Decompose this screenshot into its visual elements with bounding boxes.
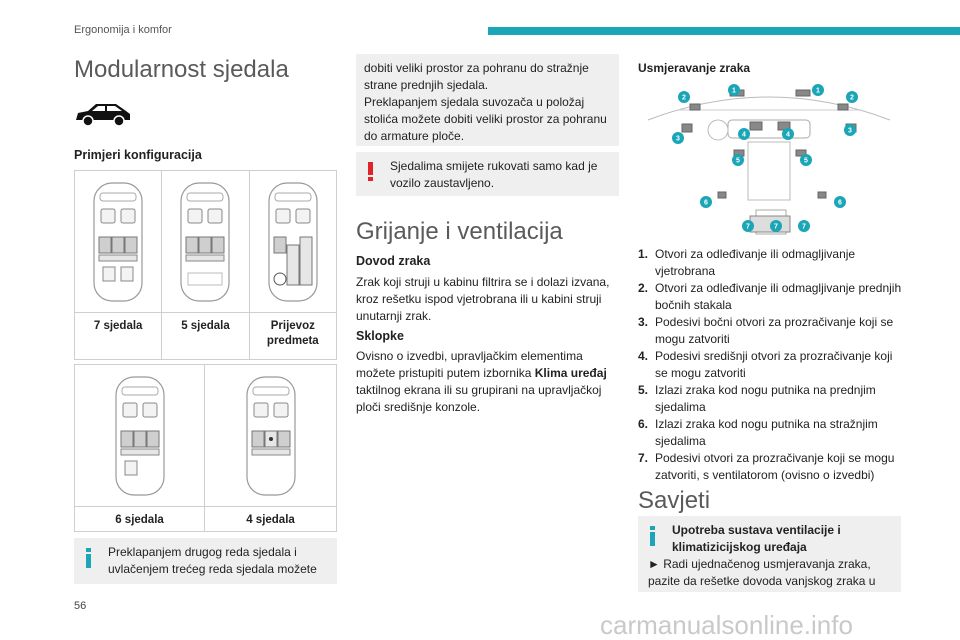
list-item: 2.Otvori za odleđivanje ili odmagljivanj… (638, 281, 902, 312)
air-vent-diagram: 1 1 2 2 3 3 4 4 5 5 6 6 7 7 7 (647, 84, 891, 235)
seat-layout-4-diagram (205, 365, 336, 507)
list-item: 4.Podesivi središnji otvori za prozračiv… (638, 349, 893, 380)
car-icon (76, 104, 130, 127)
config-label-6: 6 sjedala (115, 514, 164, 526)
heading-usmjeravanje: Usmjeravanje zraka (638, 61, 751, 75)
tip-heading: Upotreba sustava ventilacije i klimatizi… (672, 523, 841, 554)
tip-text: ► Radi ujednačenog usmjeravanja zraka, p… (648, 557, 876, 588)
svg-text:7: 7 (774, 224, 778, 231)
tip-box: Upotreba sustava ventilacije i klimatizi… (638, 516, 901, 592)
heading-sklopke: Sklopke (356, 329, 404, 343)
warning-text: Sjedalima smijete rukovati samo kad je v… (390, 159, 598, 190)
paragraph-sklopke: Ovisno o izvedbi, upravljačkim elementim… (356, 348, 621, 416)
svg-text:1: 1 (732, 88, 736, 95)
title-modularnost: Modularnost sjedala (74, 56, 289, 83)
vent-legend-list: 1.Otvori za odleđivanje ili odmagljivanj… (638, 246, 903, 484)
info-icon (650, 526, 655, 546)
config-cell-5-seats: 5 sjedala (162, 171, 250, 359)
title-savjeti: Savjeti (638, 487, 711, 514)
section-header: Ergonomija i komfor (74, 24, 172, 36)
info-box-folding: Preklapanjem drugog reda sjedala i uvlač… (74, 538, 337, 584)
config-cell-6-seats: 6 sjedala (75, 365, 205, 531)
warning-box: Sjedalima smijete rukovati samo kad je v… (356, 152, 619, 196)
info-box-continued: dobiti veliki prostor za pohranu do stra… (356, 54, 619, 146)
watermark: carmanualsonline.info (600, 610, 853, 640)
sklopke-text-2: taktilnog ekrana ili su grupirani na upr… (356, 383, 602, 414)
config-table-2: 6 sjedala 4 sjedala (74, 364, 337, 532)
config-cell-transport: Prijevoz predmeta (249, 171, 336, 359)
svg-text:1: 1 (816, 88, 820, 95)
config-label-5: 5 sjedala (181, 320, 230, 332)
svg-text:6: 6 (838, 200, 842, 207)
config-cell-4-seats: 4 sjedala (205, 365, 336, 531)
info-text-folding: Preklapanjem drugog reda sjedala i uvlač… (108, 545, 317, 576)
svg-text:7: 7 (746, 224, 750, 231)
paragraph-dovod-zraka: Zrak koji struji u kabinu filtrira se i … (356, 275, 610, 323)
config-label-4: 4 sjedala (246, 514, 295, 526)
list-item: 3.Podesivi bočni otvori za prozračivanje… (638, 315, 894, 346)
seat-layout-6-diagram (75, 365, 204, 507)
sklopke-text-1: Ovisno o izvedbi, upravljačkim elementim… (356, 349, 583, 380)
config-table-1: 7 sjedala 5 sjedala (74, 170, 337, 360)
heading-dovod-zraka: Dovod zraka (356, 254, 431, 268)
title-grijanje: Grijanje i ventilacija (356, 218, 563, 245)
header-accent-bar (488, 27, 960, 35)
svg-text:3: 3 (676, 136, 680, 143)
config-label-transport: Prijevoz predmeta (266, 320, 319, 347)
warning-icon (368, 162, 373, 181)
list-item: 1.Otvori za odleđivanje ili odmagljivanj… (638, 247, 856, 278)
list-item: 7.Podesivi otvori za prozračivanje koji … (638, 451, 895, 482)
svg-text:2: 2 (682, 95, 686, 102)
seat-layout-7-diagram (75, 171, 162, 313)
list-item: 6.Izlazi zraka kod nogu putnika na straž… (638, 417, 878, 448)
seat-layout-transport-diagram (249, 171, 336, 313)
info-text-continued: dobiti veliki prostor za pohranu do stra… (364, 61, 607, 143)
seat-layout-5-diagram (162, 171, 249, 313)
svg-text:2: 2 (850, 95, 854, 102)
svg-text:4: 4 (742, 132, 746, 139)
svg-text:7: 7 (802, 224, 806, 231)
subtitle-primjeri: Primjeri konfiguracija (74, 148, 202, 162)
svg-text:3: 3 (848, 128, 852, 135)
config-label-7: 7 sjedala (93, 320, 143, 332)
config-cell-7-seats: 7 sjedala (75, 171, 163, 359)
svg-text:5: 5 (804, 158, 808, 165)
svg-text:5: 5 (736, 158, 740, 165)
sklopke-bold-klima: Klima uređaj (534, 366, 607, 380)
page-number: 56 (74, 600, 87, 612)
list-item: 5.Izlazi zraka kod nogu putnika na predn… (638, 383, 876, 414)
svg-text:6: 6 (704, 200, 708, 207)
svg-text:4: 4 (786, 132, 790, 139)
info-icon (86, 548, 91, 568)
